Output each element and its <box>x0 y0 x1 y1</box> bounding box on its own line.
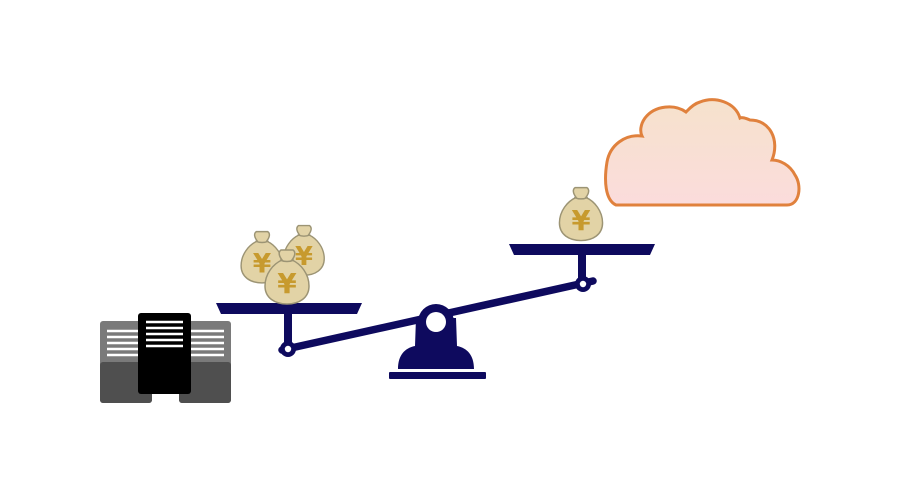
server-right-unit <box>179 321 231 403</box>
server-rack-icon <box>100 313 231 403</box>
server-front-unit <box>138 313 191 394</box>
right-money-bags <box>558 186 604 242</box>
left-money-bags <box>240 224 325 305</box>
left-pan-post <box>284 309 292 349</box>
cloud-icon <box>604 98 801 207</box>
seesaw-scale-icon <box>216 244 655 379</box>
right-pan <box>509 244 655 255</box>
left-pan <box>216 303 362 314</box>
scale-pedestal <box>398 318 474 369</box>
money-bag-icon <box>558 186 604 242</box>
scale-base <box>389 372 486 379</box>
right-pan-post <box>578 250 586 284</box>
scale-pivot-hole <box>426 312 446 332</box>
